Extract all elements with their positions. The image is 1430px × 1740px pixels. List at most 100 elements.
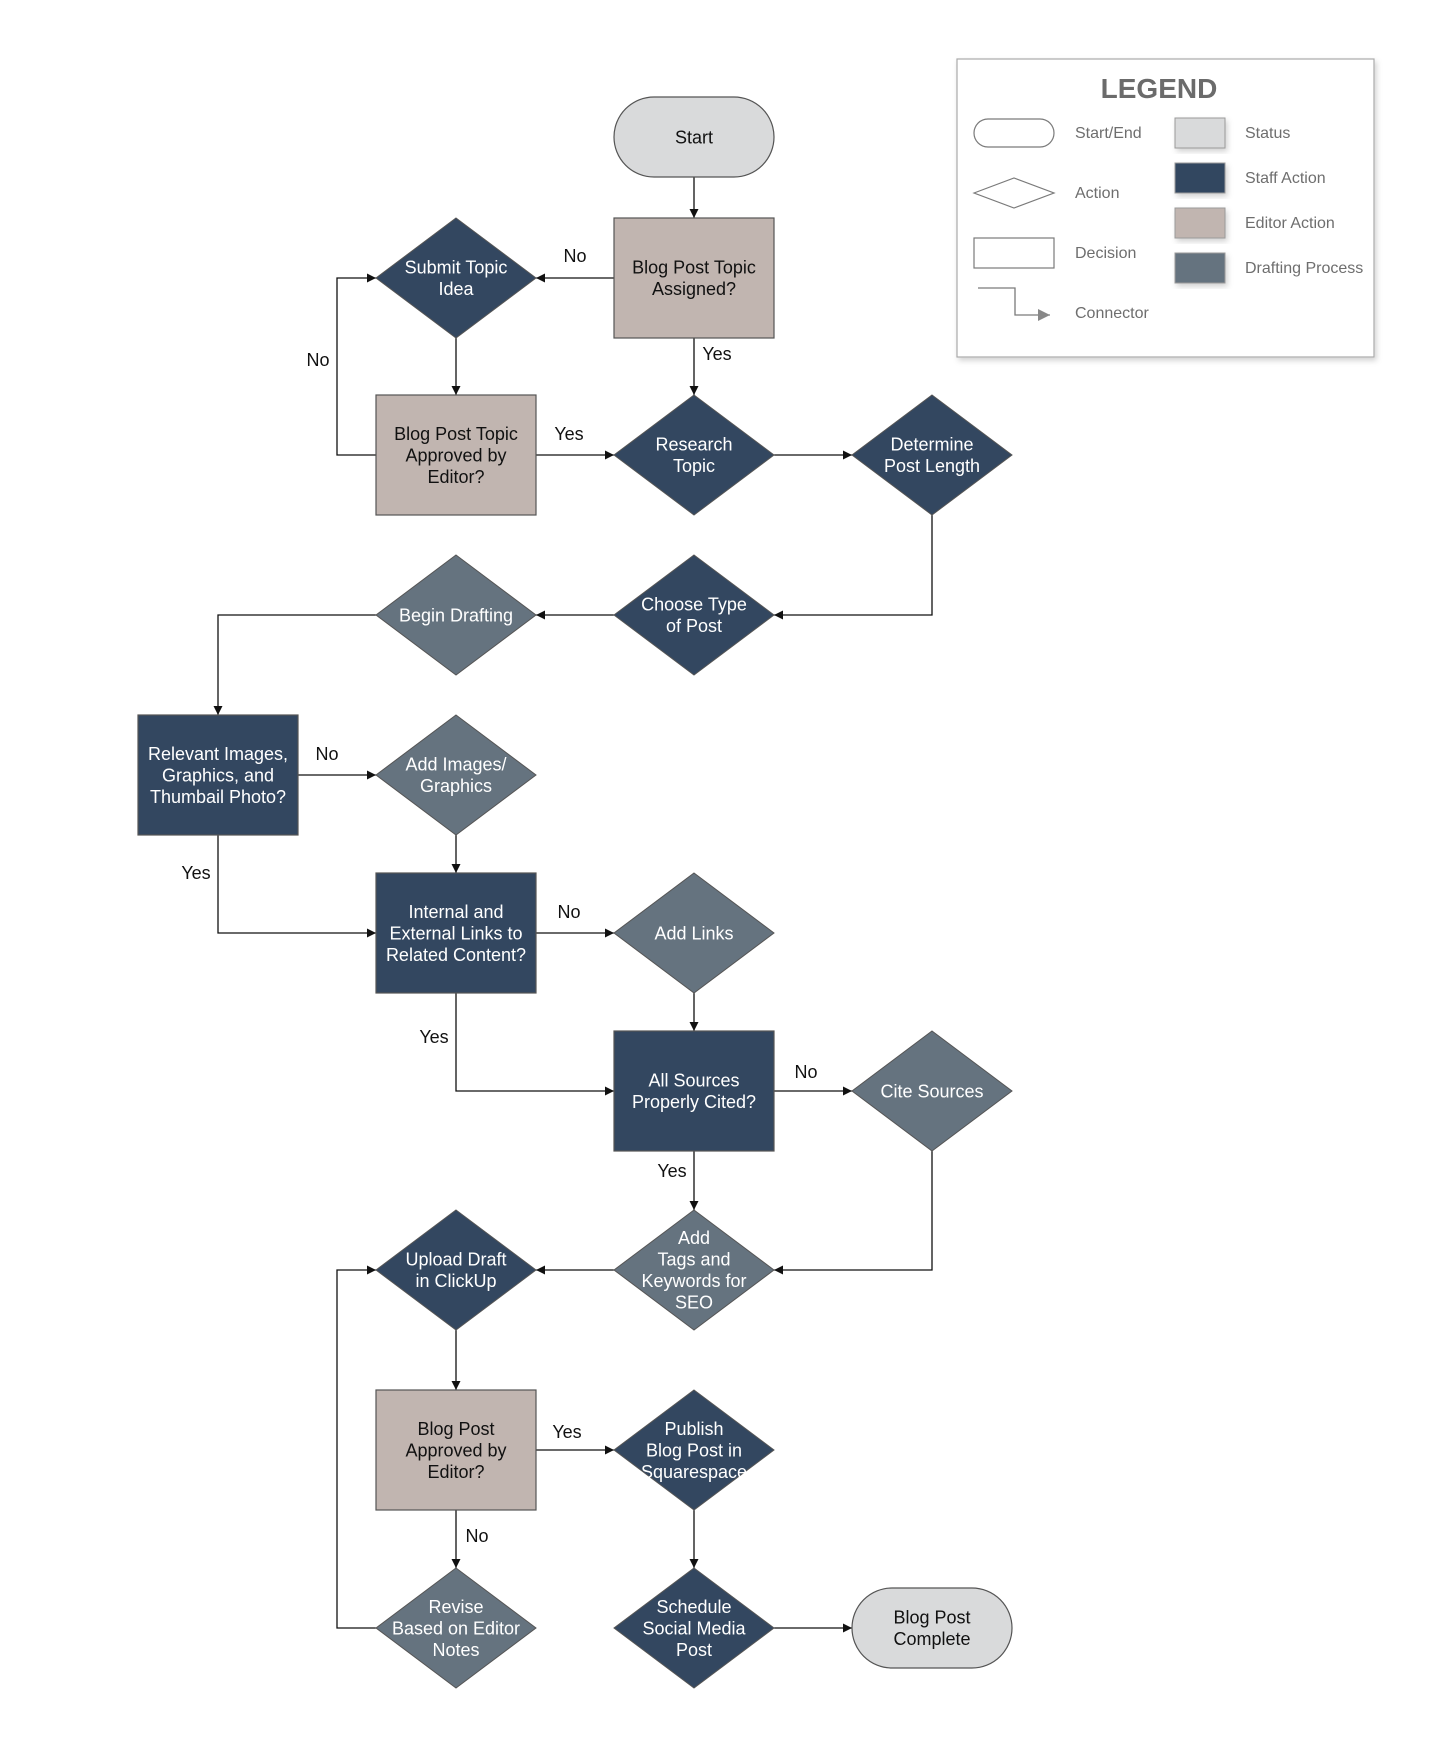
node-add-images: Add Images/Graphics bbox=[375, 714, 537, 836]
node-label-line: Begin Drafting bbox=[399, 605, 513, 625]
rectangle-icon bbox=[973, 237, 1055, 269]
connector-links-check-to-sources-check bbox=[455, 993, 614, 1096]
node-label-line: Properly Cited? bbox=[632, 1092, 756, 1112]
legend-shape-diamond: Action bbox=[972, 177, 1119, 209]
legend-shape-rectangle: Decision bbox=[973, 237, 1136, 269]
node-label-line: Graphics, and bbox=[162, 765, 274, 785]
color-swatch bbox=[1174, 207, 1226, 239]
legend-shape-connector-arrow: Connector bbox=[978, 287, 1149, 322]
decision-shape bbox=[137, 714, 299, 836]
legend-label: Staff Action bbox=[1245, 170, 1326, 187]
decision-shape bbox=[375, 872, 537, 994]
node-label-line: Start bbox=[675, 127, 713, 147]
node-label-line: Add Images/ bbox=[405, 755, 506, 775]
node-label-line: Add bbox=[678, 1228, 710, 1248]
color-swatch bbox=[1174, 252, 1226, 284]
node-label-line: Notes bbox=[432, 1640, 479, 1660]
connector-post-length-to-post-type bbox=[774, 515, 933, 620]
connector-revise-to-upload-draft bbox=[336, 1265, 376, 1629]
node-label-line: Related Content? bbox=[386, 945, 526, 965]
node-label-line: Approved by bbox=[405, 1440, 506, 1460]
node-start: Start bbox=[613, 96, 775, 178]
edge-label-sources-check-yes: Yes bbox=[657, 1161, 686, 1181]
edge-label-topic-assigned-yes: Yes bbox=[702, 344, 731, 364]
legend-shape-rounded-rect: Start/End bbox=[973, 118, 1142, 148]
node-label-line: Post Length bbox=[884, 456, 980, 476]
node-label-line: Based on Editor bbox=[392, 1618, 520, 1638]
node-label-line: in ClickUp bbox=[415, 1271, 496, 1291]
node-label: Begin Drafting bbox=[399, 605, 513, 625]
start-end-shape bbox=[851, 1587, 1013, 1669]
node-label-line: Upload Draft bbox=[405, 1250, 506, 1270]
rounded-rect-icon bbox=[973, 118, 1055, 148]
edge-label-sources-check-no: No bbox=[794, 1062, 817, 1082]
node-label-line: Relevant Images, bbox=[148, 744, 288, 764]
edge-label-topic-approved-no: No bbox=[306, 350, 329, 370]
node-label-line: Tags and bbox=[657, 1250, 730, 1270]
node-label-line: Add Links bbox=[654, 923, 733, 943]
legend-label: Editor Action bbox=[1245, 215, 1335, 232]
legend-label: Action bbox=[1075, 185, 1119, 202]
node-add-links: Add Links bbox=[613, 872, 775, 994]
node-label-line: Cite Sources bbox=[880, 1081, 983, 1101]
legend-title: LEGEND bbox=[1101, 73, 1218, 104]
legend-label: Drafting Process bbox=[1245, 260, 1363, 277]
node-label-line: Social Media bbox=[642, 1618, 746, 1638]
legend-color-editor-action: Editor Action bbox=[1174, 207, 1335, 239]
legend-color-drafting-process: Drafting Process bbox=[1174, 252, 1363, 284]
node-label-line: Keywords for bbox=[641, 1271, 746, 1291]
node-label-line: External Links to bbox=[389, 923, 522, 943]
decision-shape bbox=[613, 217, 775, 339]
edge-label-images-check-no: No bbox=[315, 744, 338, 764]
node-label-line: Blog Post in bbox=[646, 1440, 742, 1460]
color-swatch bbox=[1174, 117, 1226, 149]
action-shape bbox=[613, 1567, 775, 1689]
node-label: Add Links bbox=[654, 923, 733, 943]
decision-shape bbox=[613, 1030, 775, 1152]
node-label-line: Editor? bbox=[427, 1462, 484, 1482]
node-label-line: Submit Topic bbox=[405, 258, 508, 278]
edge-label-links-check-yes: Yes bbox=[419, 1027, 448, 1047]
action-shape bbox=[613, 872, 775, 994]
action-shape bbox=[375, 1209, 537, 1331]
node-label-line: Editor? bbox=[427, 467, 484, 487]
legend-label: Status bbox=[1245, 125, 1290, 142]
connector-cite-sources-to-add-tags bbox=[774, 1151, 933, 1275]
start-end-shape bbox=[613, 96, 775, 178]
node-label-line: All Sources bbox=[648, 1071, 739, 1091]
action-shape bbox=[613, 1209, 775, 1331]
node-label-line: Choose Type bbox=[641, 595, 747, 615]
node-begin-drafting: Begin Drafting bbox=[375, 554, 537, 676]
node-label-line: Idea bbox=[438, 279, 474, 299]
decision-shape bbox=[375, 1389, 537, 1511]
legend-label: Connector bbox=[1075, 305, 1149, 322]
node-label-line: of Post bbox=[666, 616, 722, 636]
legend-label: Decision bbox=[1075, 245, 1136, 262]
node-label-line: Approved by bbox=[405, 445, 506, 465]
action-shape bbox=[851, 1030, 1013, 1152]
